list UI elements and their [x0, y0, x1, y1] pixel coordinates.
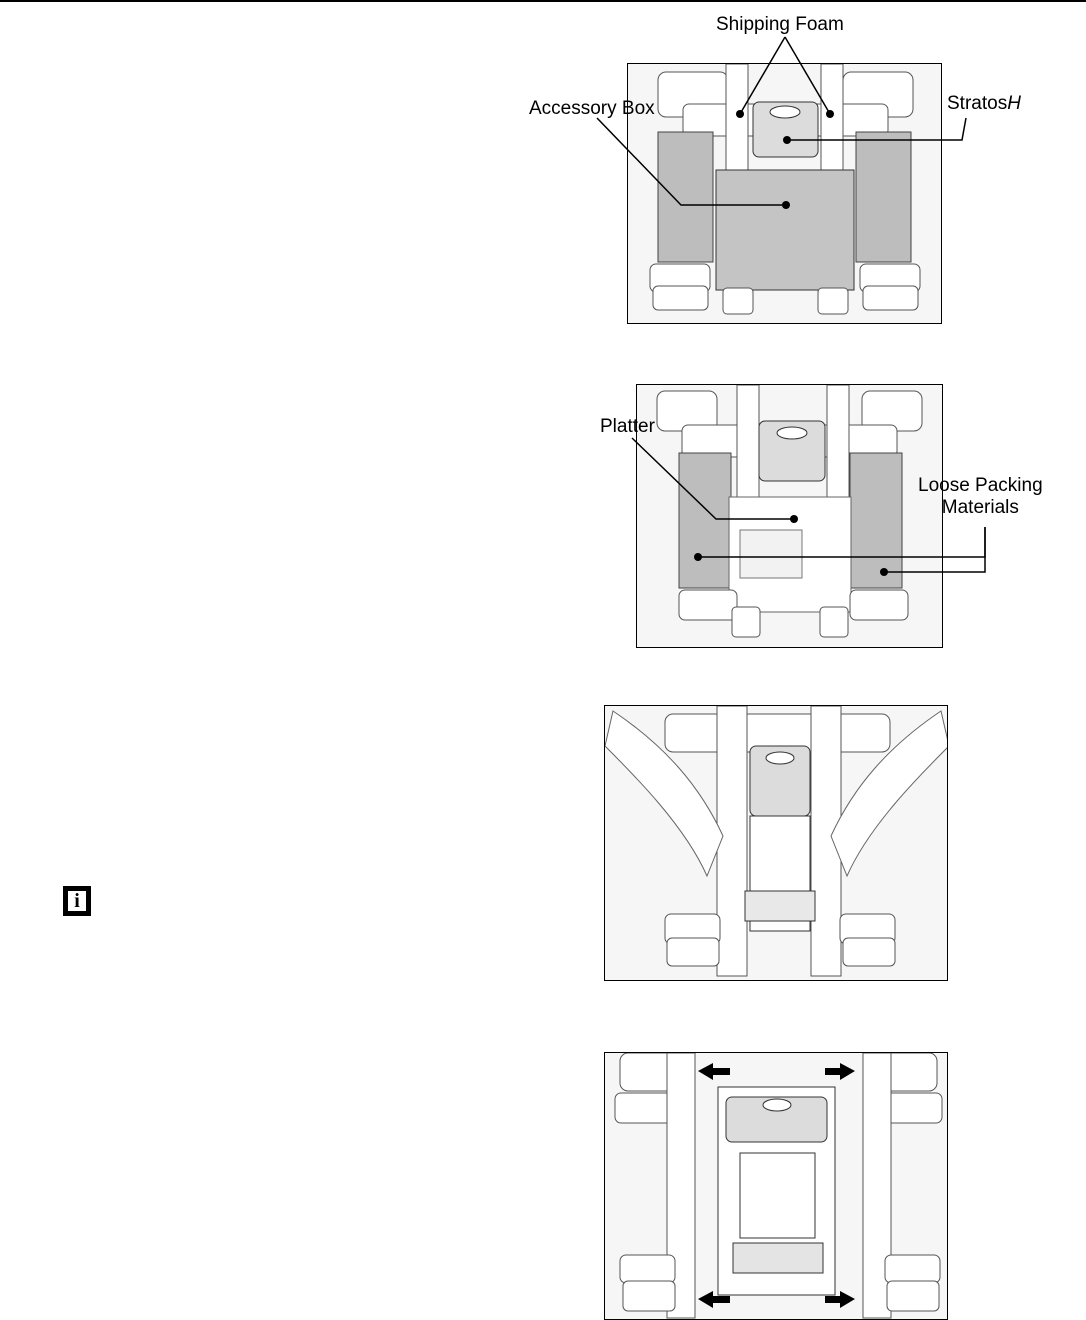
page-top-rule	[0, 0, 1086, 2]
packing-illustration-2	[637, 385, 942, 647]
arrow-left-top-icon	[698, 1063, 730, 1080]
label-platter: Platter	[600, 416, 655, 437]
figure-remove-foam-view	[604, 1052, 948, 1320]
packing-illustration-3	[605, 706, 947, 980]
figure-packing-platter-view	[636, 384, 943, 648]
packing-illustration-4	[605, 1053, 947, 1319]
label-loose-packing-materials: Loose Packing Materials	[918, 475, 1043, 519]
figure-lifting-unit-view	[604, 705, 948, 981]
info-icon-glyph: i	[68, 891, 86, 911]
packing-illustration-1	[628, 64, 941, 323]
label-shipping-foam: Shipping Foam	[716, 14, 844, 35]
arrow-right-top-icon	[825, 1063, 855, 1080]
label-loose-line1: Loose Packing	[918, 475, 1043, 496]
info-icon: i	[63, 886, 91, 916]
label-stratos-suffix: H	[1007, 93, 1021, 114]
arrow-right-bottom-icon	[825, 1291, 855, 1308]
figure-packing-top-view	[627, 63, 942, 324]
label-accessory-box: Accessory Box	[529, 98, 655, 119]
arrow-left-bottom-icon	[698, 1291, 730, 1308]
label-loose-line2: Materials	[941, 497, 1019, 518]
label-stratos-prefix: Stratos	[947, 93, 1008, 114]
label-stratos-h: StratosH	[947, 93, 1021, 115]
